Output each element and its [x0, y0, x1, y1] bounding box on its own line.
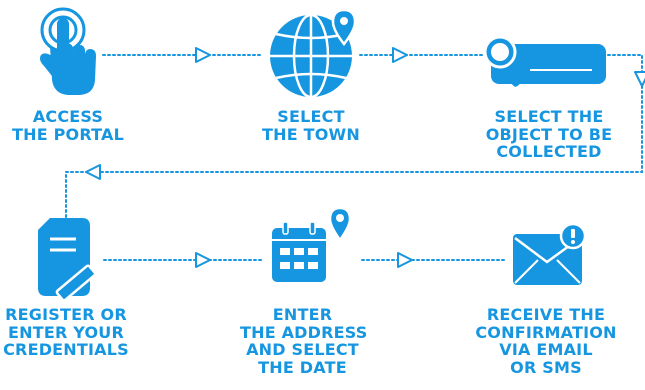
step-4-label-line: ENTER YOUR — [8, 322, 124, 342]
step-3-label-line: COLLECTED — [496, 142, 602, 161]
step-4-label-line: REGISTER OR — [5, 305, 127, 324]
arrowhead-6 — [397, 252, 413, 268]
globe-pin-icon — [270, 8, 357, 99]
step-4-label-line: CREDENTIALS — [3, 340, 129, 359]
step-6-label-line: OR SMS — [510, 357, 582, 377]
clipboard-pen-icon — [38, 218, 97, 302]
search-bar-icon — [483, 35, 606, 87]
step-1-label: ACCESS THE PORTAL — [8, 108, 128, 143]
step-2-label-line: SELECT — [277, 107, 345, 126]
envelope-alert-icon — [513, 222, 587, 285]
connector-3-4 — [65, 54, 643, 219]
step-6-label-line: CONFIRMATION — [475, 322, 617, 342]
arrowhead-2 — [392, 47, 408, 63]
step-2-label: SELECT THE TOWN — [251, 108, 371, 143]
step-1-label-line: ACCESS — [32, 107, 104, 126]
arrowhead-1 — [195, 47, 211, 63]
step-6-label-line: VIA EMAIL — [499, 340, 593, 359]
step-3-label-line: SELECT THE — [494, 107, 604, 126]
arrowhead-3 — [634, 71, 645, 87]
arrowhead-5 — [195, 252, 211, 268]
hand-tap-icon — [40, 7, 96, 95]
step-3-label-line: OBJECT TO BE — [485, 124, 613, 144]
step-6-label-line: RECEIVE THE — [486, 305, 606, 324]
step-5-label: ENTER THE ADDRESS AND SELECT THE DATE — [240, 305, 368, 377]
step-5-label-line: THE DATE — [258, 357, 347, 377]
step-6-label: RECEIVE THE CONFIRMATION VIA EMAIL OR SM… — [472, 306, 620, 376]
step-5-label-line: THE ADDRESS — [240, 322, 368, 342]
step-5-label-line: AND SELECT — [246, 340, 359, 359]
calendar-pin-icon — [272, 206, 352, 282]
step-3-label: SELECT THE OBJECT TO BE COLLECTED — [474, 108, 624, 161]
arrowhead-4 — [85, 164, 101, 180]
step-4-label: REGISTER OR ENTER YOUR CREDENTIALS — [0, 306, 132, 359]
step-2-label-line: THE TOWN — [262, 124, 360, 144]
step-5-label-line: ENTER — [272, 305, 333, 324]
step-1-label-line: THE PORTAL — [12, 124, 124, 144]
